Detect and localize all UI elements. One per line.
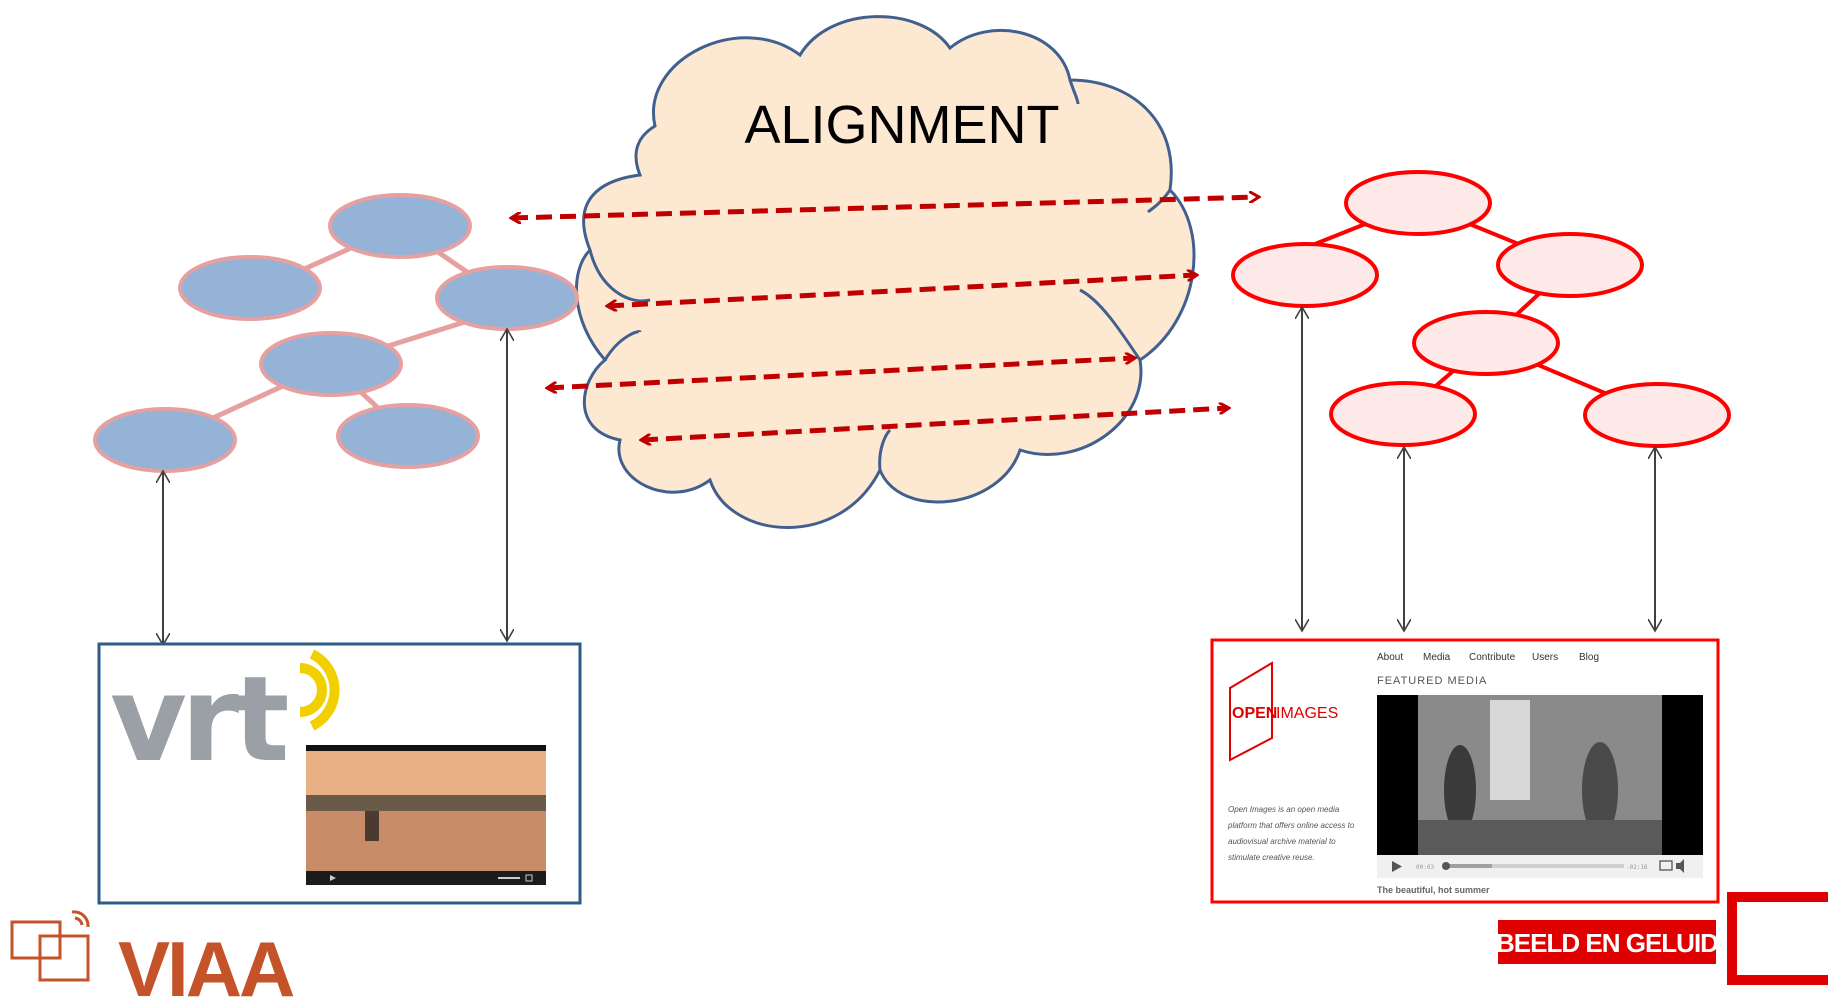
right-node-e [1583,382,1731,448]
beg-logo-text: BEELD EN GELUID [1496,928,1718,958]
beeld-en-geluid-logo: BEELD EN GELUID [1496,892,1828,985]
description-line: stimulate creative reuse. [1228,853,1315,862]
beg-logo-banner [1498,920,1716,964]
description-line: platform that offers online access to [1227,821,1355,830]
openimages-video-player[interactable]: 00:03 -02:16 [1377,695,1703,878]
video-frame-figure [1444,745,1476,835]
video-fullscreen-icon[interactable] [1659,860,1673,871]
video-frame-water [306,811,546,871]
video-fullscreen-icon[interactable] [525,874,533,882]
openimages-source-panel: OPEN IMAGES About Media Contribute Users… [1210,638,1720,904]
right-node-a [1231,242,1379,308]
nav-blog[interactable]: Blog [1579,652,1599,663]
right-ontology-tree [1231,170,1731,448]
video-frame-ground [1418,820,1662,855]
cloud-inner-curve-6 [1068,79,1080,105]
openimages-logo-light: IMAGES [1276,705,1338,722]
nav-media[interactable]: Media [1423,652,1451,663]
video-progress-buffered [1444,864,1492,868]
left-node-e [336,403,480,469]
video-play-icon[interactable] [1392,861,1402,872]
description-line: Open Images is an open media [1228,805,1340,814]
mapping-arrow [608,275,1196,306]
nav-about[interactable]: About [1377,652,1403,663]
video-progress-handle[interactable] [1442,862,1450,870]
viaa-logo-text: VIAA [118,925,294,1000]
right-node-b [1496,232,1644,298]
viaa-screens-icon [10,910,90,982]
mapping-arrows [512,197,1258,440]
video-volume-icon[interactable] [1676,859,1684,873]
mapping-arrow [548,358,1134,388]
cloud-shape [575,15,1196,529]
video-frame-figure [1582,742,1618,838]
left-node-b [435,265,579,331]
video-volume-slider[interactable] [498,877,520,879]
beg-logo-frame [1727,892,1828,985]
description-line: audiovisual archive material to [1228,837,1336,846]
source-link-arrows [163,308,1655,644]
video-time-current: 00:03 [1416,864,1434,871]
right-node-d [1329,381,1477,447]
openimages-logo-frame-icon [1229,661,1273,762]
mapping-arrow [642,408,1228,440]
video-caption[interactable]: The beautiful, hot summer [1377,885,1490,895]
vrt-video-player[interactable] [306,745,546,885]
left-node-d [93,407,237,473]
left-node-a [178,255,322,321]
openimages-description: Open Images is an open media platform th… [1227,805,1355,862]
alignment-cloud: ALIGNMENT [575,15,1196,529]
nav-contribute[interactable]: Contribute [1469,652,1516,663]
vrt-signal-icon [299,649,340,731]
cloud-label: ALIGNMENT [744,95,1059,155]
vrt-logo-text: vrt [110,650,287,788]
video-frame-fountain [1490,700,1530,800]
video-controls-bar [306,871,546,885]
openimages-logo-bold: OPEN [1232,705,1277,722]
video-play-icon[interactable] [330,875,336,881]
video-frame-reflection [365,811,379,841]
right-node-c [1412,310,1560,376]
nav-users[interactable]: Users [1532,652,1558,663]
featured-media-heading: FEATURED MEDIA [1377,675,1487,687]
left-ontology-tree [93,193,579,473]
left-node-c [259,331,403,397]
right-node-root [1344,170,1492,236]
left-node-root [328,193,472,259]
mapping-arrow [512,197,1258,218]
video-progress-track[interactable] [1444,864,1624,868]
openimages-nav: About Media Contribute Users Blog [1377,652,1599,663]
video-frame-horizon [306,795,546,811]
vrt-source-panel: vrt [97,642,582,905]
video-time-remaining: -02:16 [1626,864,1648,871]
openimages-logo: OPEN IMAGES [1229,661,1338,762]
viaa-logo: VIAA [10,910,297,1000]
